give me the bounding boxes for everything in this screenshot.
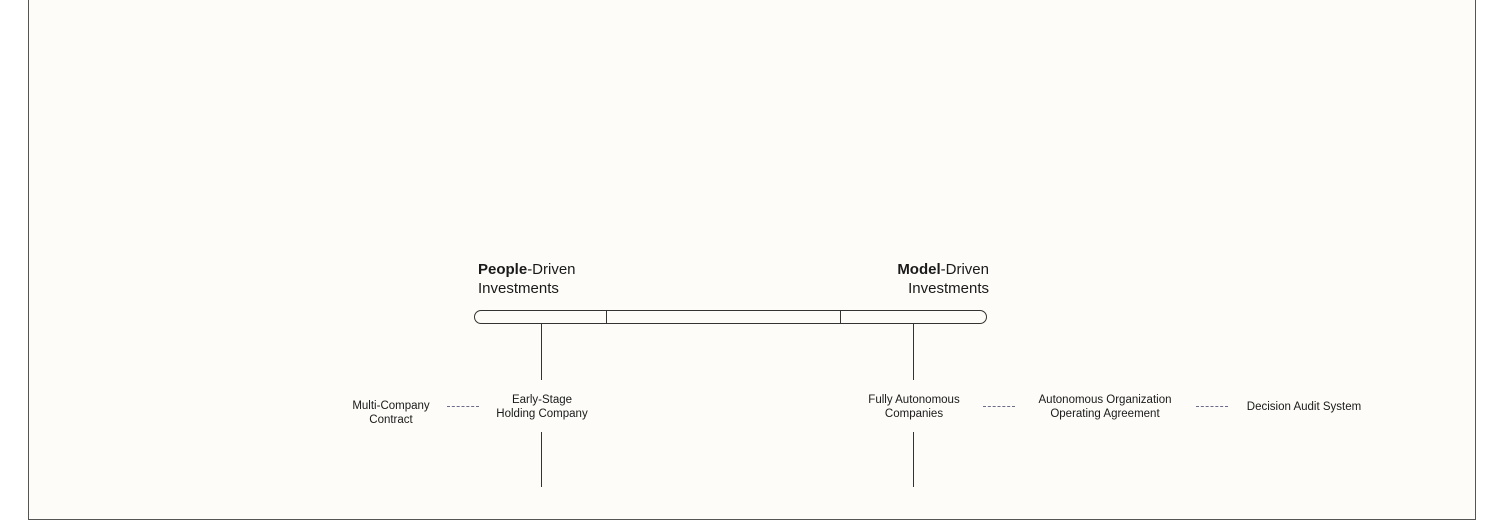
dashed-link	[447, 406, 479, 407]
diagram-frame	[28, 0, 1476, 520]
connector-line	[541, 432, 543, 487]
people-bold: People	[478, 261, 528, 278]
people-line2: Investments	[478, 280, 559, 297]
node-line: Contract	[369, 414, 413, 426]
model-driven-label: Model-Driven Investments	[897, 260, 989, 298]
node-line: Autonomous Organization	[1038, 394, 1172, 406]
node-fully-autonomous: Fully Autonomous Companies	[868, 393, 959, 421]
node-line: Operating Agreement	[1050, 408, 1160, 420]
node-line: Holding Company	[496, 408, 588, 420]
spectrum-divider	[840, 310, 842, 324]
node-early-stage-holding: Early-Stage Holding Company	[496, 393, 587, 421]
people-driven-label: People-Driven Investments	[478, 260, 576, 298]
node-aooa: Autonomous Organization Operating Agreem…	[1039, 393, 1172, 421]
spectrum-divider	[606, 310, 608, 324]
node-multi-company-contract: Multi-Company Contract	[352, 399, 429, 427]
dashed-link	[983, 406, 1015, 407]
model-bold: Model	[897, 261, 941, 278]
model-line2: Investments	[908, 280, 989, 297]
node-line: Fully Autonomous	[868, 394, 960, 406]
connector-line	[541, 324, 543, 380]
node-line: Multi-Company	[352, 400, 430, 412]
model-rest: -Driven	[940, 261, 989, 278]
connector-line	[913, 324, 915, 380]
node-line: Companies	[884, 408, 944, 420]
connector-line	[913, 432, 915, 487]
people-rest: -Driven	[527, 261, 576, 278]
node-line: Early-Stage	[511, 394, 573, 406]
spectrum-bar	[474, 310, 987, 324]
node-line: Decision Audit System	[1246, 401, 1362, 413]
dashed-link	[1196, 406, 1228, 407]
node-decision-audit: Decision Audit System	[1247, 400, 1361, 414]
